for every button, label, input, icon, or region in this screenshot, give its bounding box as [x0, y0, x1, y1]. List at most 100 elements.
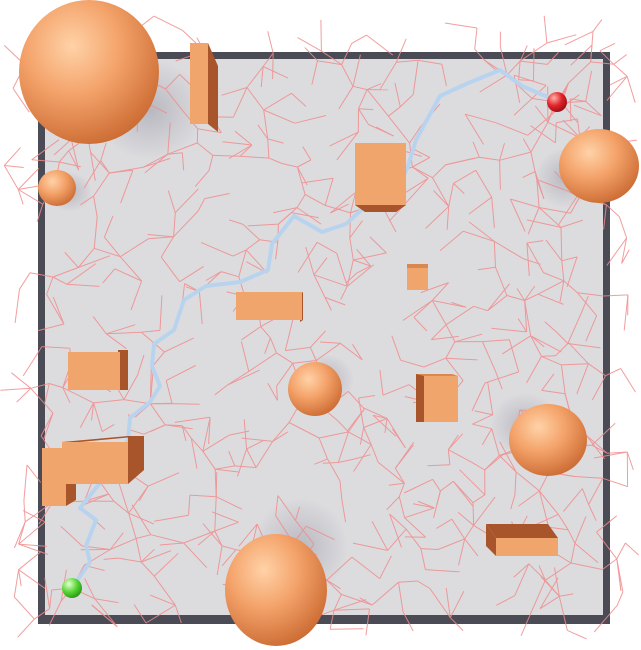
tree-edge — [590, 31, 594, 62]
tree-edge — [228, 451, 236, 467]
tree-edge — [133, 604, 147, 624]
tree-edge — [183, 530, 215, 544]
tree-edge — [269, 337, 277, 354]
tree-edge — [404, 517, 426, 538]
tree-edge — [431, 300, 447, 325]
tree-edge — [524, 293, 539, 301]
tree-edge — [38, 323, 65, 332]
tree-edge — [439, 230, 464, 252]
tree-edge — [481, 341, 496, 371]
tree-edge — [596, 531, 618, 560]
tree-edge — [517, 318, 528, 333]
tree-edge — [351, 556, 381, 579]
tree-edge — [420, 282, 449, 294]
tree-edge — [359, 427, 365, 445]
tree-edge — [26, 464, 42, 483]
tree-edge — [449, 590, 465, 618]
tree-edge — [358, 395, 376, 399]
tree-edge — [336, 419, 349, 433]
tree-edge — [585, 315, 598, 342]
tree-edge — [413, 300, 433, 318]
tree-edge — [403, 478, 433, 494]
tree-edge — [322, 462, 339, 464]
tree-edge — [324, 178, 334, 206]
tree-edge — [340, 286, 348, 300]
tree-edge — [593, 451, 628, 459]
tree-edge — [179, 74, 192, 86]
tree-edge — [585, 101, 602, 117]
tree-edge — [458, 538, 466, 566]
tree-edge — [278, 212, 292, 225]
tree-edge — [526, 240, 544, 244]
box-obstacle — [42, 436, 144, 506]
tree-edge — [555, 553, 572, 564]
tree-edge — [240, 341, 250, 372]
tree-edge — [400, 359, 424, 368]
tree-edge — [149, 403, 166, 426]
tree-edge — [341, 498, 347, 523]
tree-edge — [3, 165, 19, 190]
tree-edge — [372, 414, 397, 437]
tree-edge — [31, 159, 60, 163]
tree-edge — [513, 98, 533, 116]
tree-edge — [129, 429, 144, 435]
tree-edge — [77, 247, 95, 268]
tree-edge — [479, 156, 500, 161]
tree-edge — [413, 503, 435, 509]
tree-edge — [113, 500, 129, 514]
sphere-obstacle — [225, 534, 327, 646]
tree-edge — [247, 223, 279, 227]
tree-edge — [576, 363, 589, 395]
tree-edge — [44, 577, 51, 609]
tree-edge — [329, 192, 356, 214]
tree-edge — [491, 197, 495, 228]
tree-edge — [154, 514, 189, 522]
tree-edge — [530, 122, 549, 153]
tree-edge — [30, 383, 50, 389]
sphere-obstacle — [288, 362, 342, 416]
tree-edge — [197, 128, 222, 134]
tree-edge — [534, 105, 549, 123]
tree-edge — [445, 587, 451, 618]
tree-edge — [431, 282, 449, 301]
tree-edge — [297, 37, 322, 52]
tree-edge — [150, 402, 173, 405]
tree-edge — [84, 578, 96, 600]
tree-edge — [625, 542, 639, 556]
tree-edge — [196, 142, 214, 156]
tree-edge — [474, 410, 493, 416]
tree-edge — [83, 160, 102, 189]
tree-edge — [543, 15, 548, 44]
tree-edge — [365, 608, 370, 636]
tree-edge — [451, 301, 467, 308]
tree-edge — [412, 157, 431, 168]
tree-edge — [19, 272, 31, 290]
tree-edge — [103, 557, 119, 560]
tree-edge — [267, 383, 278, 401]
tree-edge — [214, 496, 217, 532]
tree-edge — [120, 170, 134, 204]
tree-edge — [246, 87, 265, 111]
tree-edge — [398, 582, 404, 612]
tree-edge — [518, 79, 534, 82]
tree-edge — [141, 331, 165, 353]
tree-edge — [174, 188, 199, 213]
tree-edge — [447, 434, 459, 450]
tree-edge — [68, 150, 80, 171]
tree-edge — [506, 60, 521, 76]
tree-edge — [292, 360, 317, 364]
tree-edge — [613, 63, 628, 77]
tree-edge — [491, 428, 500, 456]
rrt-tree — [0, 15, 639, 640]
tree-edge — [91, 402, 95, 421]
tree-edge — [241, 326, 261, 341]
tree-edge — [333, 594, 342, 611]
tree-edge — [284, 317, 294, 351]
tree-edge — [167, 152, 183, 155]
tree-edge — [402, 300, 433, 321]
tree-edge — [313, 274, 326, 298]
tree-edge — [246, 66, 264, 88]
tree-edge — [102, 268, 116, 284]
tree-edge — [267, 138, 284, 144]
tree-edge — [560, 227, 563, 261]
